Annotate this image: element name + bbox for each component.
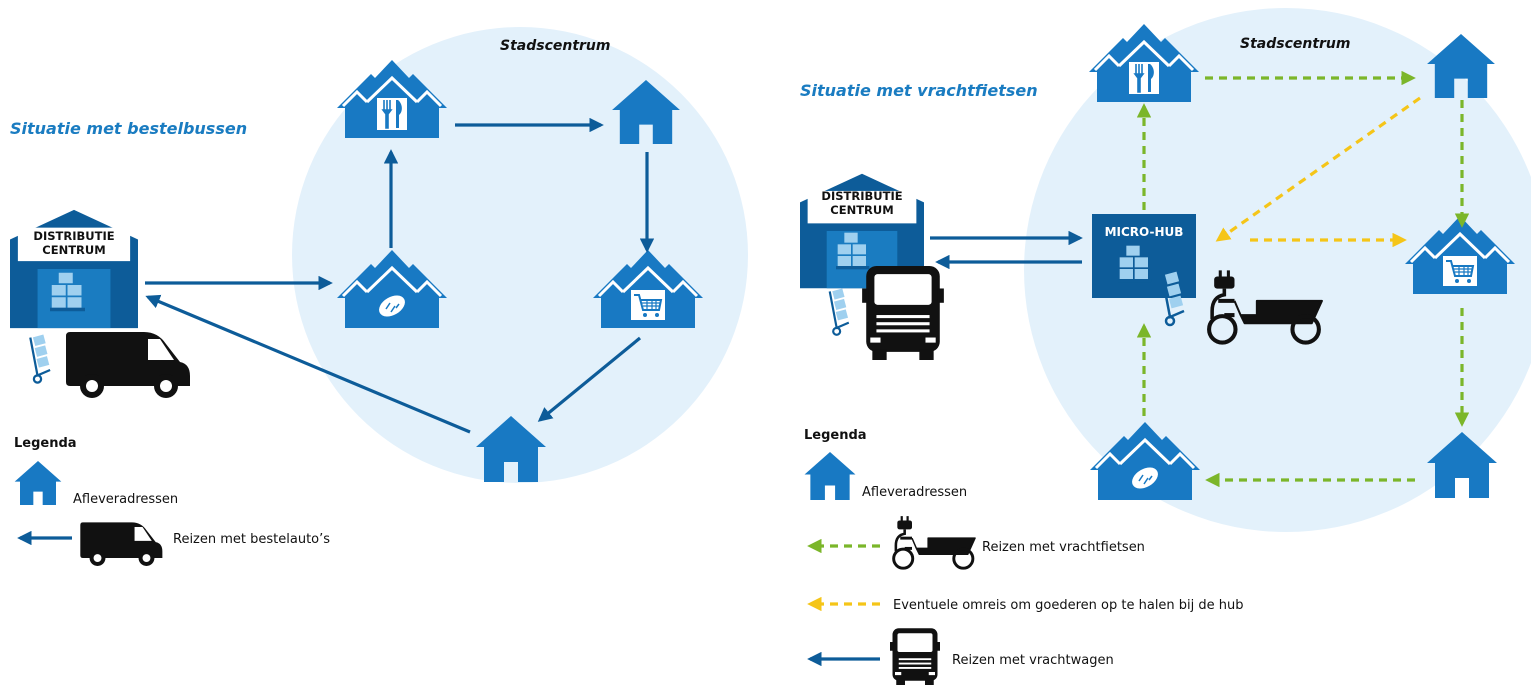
legend-van-trips: Reizen met bestelauto’s (173, 532, 330, 547)
micro-hub-building (1092, 214, 1196, 298)
legend-addresses-left: Afleveradressen (73, 492, 178, 507)
hand-trolley-icon (29, 334, 52, 384)
dc-label-line2: CENTRUM (42, 243, 105, 257)
dc-label-line1: DISTRIBUTIE (33, 229, 114, 243)
situation-vans-title: Situatie met bestelbussen (10, 119, 247, 138)
truck-route-arrows (930, 230, 1083, 270)
micro-hub: MICRO-HUB (1092, 214, 1196, 298)
city-center-circle-right (1024, 8, 1531, 532)
delivery-van-icon (66, 332, 190, 398)
distribution-center-left: DISTRIBUTIE CENTRUM (10, 209, 138, 329)
micro-hub-label: MICRO-HUB (1105, 225, 1184, 239)
route-arrow (145, 294, 471, 434)
detour-arrows (1215, 96, 1421, 248)
house-icon (14, 461, 62, 505)
city-center-label-right: Stadscentrum (1240, 36, 1351, 52)
legend-heading-left: Legenda (14, 436, 77, 451)
route-arrow (537, 336, 642, 422)
house-icon (804, 452, 856, 500)
legend-addresses-right: Afleveradressen (862, 485, 967, 500)
bike-route-arrows (1136, 70, 1470, 488)
legend-truck-trips: Reizen met vrachtwagen (952, 653, 1114, 668)
hand-trolley-icon (828, 288, 850, 336)
situation-bikes-title: Situatie met vrachtfietsen (800, 81, 1038, 100)
dc-label-line2: CENTRUM (830, 203, 893, 217)
truck-icon (862, 266, 944, 360)
legend-detour: Eventuele omreis om goederen op te halen… (893, 598, 1244, 613)
electric-cargo-bike-icon (892, 514, 977, 570)
van-route-arrows (145, 117, 655, 434)
distribution-center-right: DISTRIBUTIE CENTRUM (800, 173, 924, 289)
legend-heading-right: Legenda (804, 428, 867, 443)
delivery-van-icon (80, 522, 163, 566)
truck-icon (890, 628, 940, 685)
city-center-label-left: Stadscentrum (500, 38, 611, 54)
dc-label-line1: DISTRIBUTIE (821, 189, 902, 203)
legend-bike-trips: Reizen met vrachtfietsen (982, 540, 1145, 555)
